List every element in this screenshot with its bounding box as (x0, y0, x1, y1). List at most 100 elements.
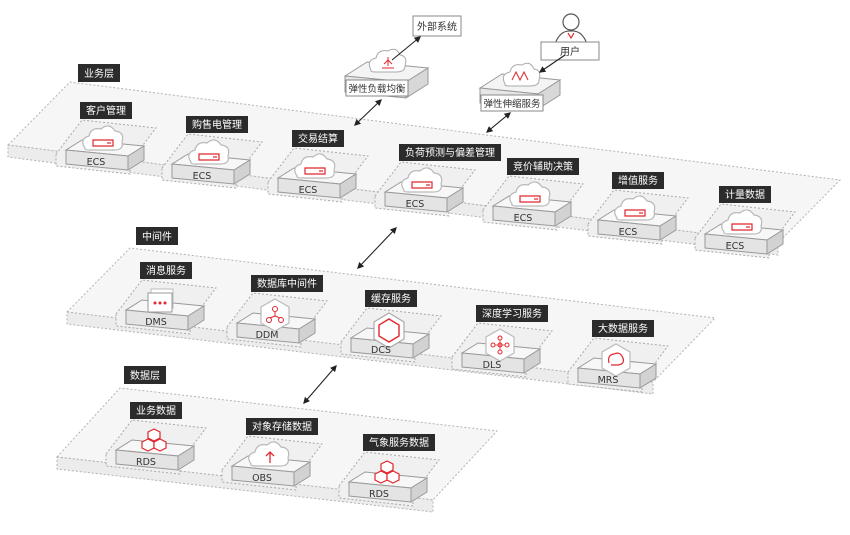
service-title: 气象服务数据 (369, 436, 429, 449)
service-title: 客户管理 (86, 104, 126, 117)
node-type-label: ECS (514, 213, 533, 224)
node-type-label: ECS (193, 171, 212, 182)
service-title-label: 购售电管理 (186, 116, 248, 133)
service-title: 消息服务 (146, 264, 186, 277)
node-type-label: ECS (87, 157, 106, 168)
service-title: 业务数据 (136, 404, 176, 417)
node-type-label: RDS (136, 457, 156, 468)
node-type-label: DDM (256, 330, 279, 341)
layer-label-middleware: 中间件 (136, 227, 178, 245)
as-node: 弹性伸缩服务 (478, 62, 562, 112)
service-title: 缓存服务 (371, 292, 411, 305)
service-title-label: 增值服务 (612, 172, 664, 189)
service-card: 客户管理 ECS (55, 102, 157, 175)
arrow-elb-external (391, 36, 422, 61)
data-services: 业务数据 RDS 对象存储数据 OBS 气象服务数据 RDS (105, 402, 440, 507)
layer-label-data: 数据层 (124, 366, 166, 384)
service-title-label: 消息服务 (140, 262, 192, 279)
service-title: 计量数据 (725, 188, 765, 201)
service-card: 竞价辅助决策 ECS (482, 158, 584, 231)
node-type-label: RDS (369, 489, 389, 500)
service-title: 数据库中间件 (257, 277, 317, 290)
node-type-label: DCS (371, 345, 391, 356)
service-title: 交易结算 (298, 132, 338, 145)
layer-label-middleware-text: 中间件 (142, 230, 172, 243)
business-services: 客户管理ECS购售电管理ECS交易结算ECS负荷预测与偏差管理ECS竞价辅助决策… (55, 102, 796, 259)
service-title-label: 负荷预测与偏差管理 (399, 144, 501, 161)
node-type-label: DMS (145, 317, 167, 328)
node-type-label: ECS (406, 199, 425, 210)
rds-database-icon (141, 428, 167, 452)
service-card: 缓存服务 DCS (340, 290, 442, 363)
service-title: 大数据服务 (598, 322, 648, 335)
arrow-as-user (538, 54, 566, 73)
arrow-elb-business (354, 99, 382, 126)
service-title-label: 深度学习服务 (476, 305, 548, 322)
service-card: 大数据服务 MRS (567, 320, 669, 393)
layer-label-business: 业务层 (78, 64, 120, 82)
user-node: 用户 (540, 13, 600, 61)
service-card: 交易结算 ECS (267, 130, 369, 203)
ecs-cloud-icon (82, 125, 124, 151)
service-card: 对象存储数据 OBS (221, 418, 323, 491)
service-card: 业务数据 RDS (105, 402, 207, 475)
ecs-cloud-icon (509, 181, 551, 207)
node-type-label: OBS (252, 473, 272, 484)
ddm-network-icon (260, 298, 290, 332)
ecs-cloud-icon (401, 167, 443, 193)
service-title-label: 对象存储数据 (246, 418, 318, 435)
external-system-label: 外部系统 (417, 20, 457, 33)
service-card: 气象服务数据 RDS (338, 434, 440, 507)
dcs-cache-icon (373, 312, 405, 349)
service-title-label: 交易结算 (292, 130, 344, 147)
node-type-label: MRS (598, 375, 619, 386)
service-title: 竞价辅助决策 (513, 160, 573, 173)
node-type-label: DLS (483, 360, 502, 371)
service-card: 数据库中间件 DDM (226, 275, 328, 348)
as-label: 弹性伸缩服务 (483, 98, 541, 110)
elb-label: 弹性负载均衡 (348, 83, 406, 95)
arrow-as-business (485, 112, 512, 133)
ecs-cloud-icon (188, 139, 230, 165)
node-type-label: ECS (299, 185, 318, 196)
ecs-cloud-icon (294, 153, 336, 179)
service-title-label: 计量数据 (719, 186, 771, 203)
service-title-label: 缓存服务 (365, 290, 417, 307)
service-title: 增值服务 (618, 174, 658, 187)
node-type-label: ECS (619, 227, 638, 238)
node-type-label: ECS (726, 241, 745, 252)
ecs-cloud-icon (721, 209, 763, 235)
layer-label-business-text: 业务层 (84, 67, 114, 80)
service-card: 计量数据 ECS (694, 186, 796, 259)
service-card: 购售电管理 ECS (161, 116, 263, 189)
connectors (303, 36, 566, 404)
service-card: 增值服务 ECS (587, 172, 689, 245)
middleware-services: 消息服务 DMS 数据库中间件 DDM 缓存服务 DCS 深度学习服务 DLS 大数据服务 MRS (115, 262, 669, 393)
ecs-cloud-icon (614, 195, 656, 221)
elb-node: 弹性负载均衡 (343, 48, 430, 99)
rds-database-icon (374, 460, 400, 484)
service-title: 对象存储数据 (252, 420, 312, 433)
service-title-label: 气象服务数据 (363, 434, 435, 451)
service-card: 负荷预测与偏差管理 ECS (374, 144, 501, 217)
service-card: 深度学习服务 DLS (451, 305, 553, 378)
obs-upload-icon (248, 441, 290, 467)
arrow-business-middleware (357, 227, 397, 269)
arrow-middleware-data (303, 365, 337, 404)
service-title-label: 竞价辅助决策 (507, 158, 579, 175)
user-head (562, 13, 580, 31)
external-system: 外部系统 (412, 15, 462, 37)
service-title: 负荷预测与偏差管理 (405, 146, 495, 159)
elb-icon (368, 48, 407, 73)
service-card: 消息服务 DMS (115, 262, 217, 335)
service-title-label: 大数据服务 (592, 320, 654, 337)
service-title-label: 数据库中间件 (251, 275, 323, 292)
layer-label-data-text: 数据层 (130, 369, 160, 382)
service-title-label: 业务数据 (130, 402, 182, 419)
as-icon (502, 62, 541, 87)
mrs-bigdata-icon (601, 343, 631, 377)
dls-neural-icon (485, 328, 515, 362)
service-title: 购售电管理 (192, 118, 242, 131)
dms-message-icon (147, 288, 174, 313)
